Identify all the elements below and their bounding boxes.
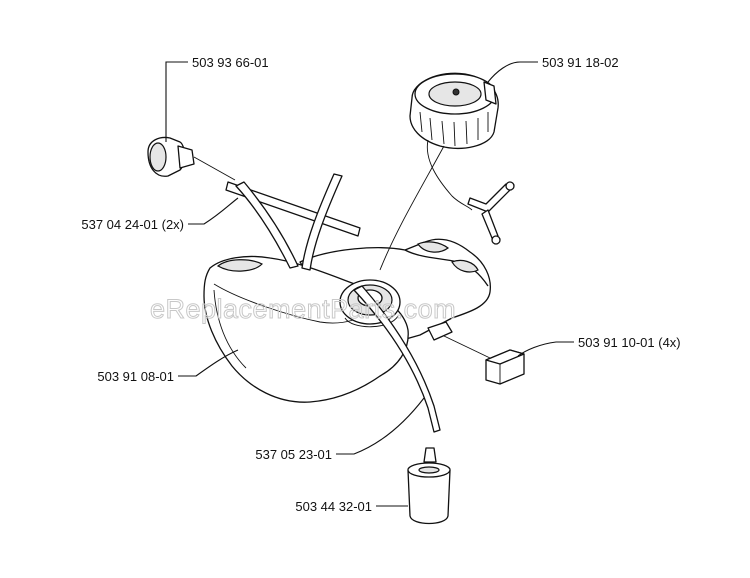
tank-vent-drawing (147, 136, 236, 181)
label-tank-vent: 503 93 66-01 (192, 55, 269, 70)
label-fuel-tank: 503 91 08-01 (97, 369, 174, 384)
label-fuel-hose: 537 05 23-01 (255, 447, 332, 462)
leader-fuel-hose (336, 397, 425, 455)
leader-fuel-tank (178, 349, 239, 377)
label-hose-pair: 537 04 24-01 (2x) (81, 217, 184, 232)
leader-fuel-cap (487, 61, 538, 83)
callout-lines (165, 61, 574, 507)
leader-tank-vent (165, 61, 188, 142)
leader-rubber-buffer (517, 341, 574, 357)
label-rubber-buffer: 503 91 10-01 (4x) (578, 335, 681, 350)
leader-hose-pair (188, 197, 239, 225)
fuel-cap-drawing (409, 72, 515, 245)
label-fuel-filter: 503 44 32-01 (295, 499, 372, 514)
part-labels: 503 93 66-01 503 91 18-02 537 04 24-01 (… (81, 55, 680, 514)
label-fuel-cap: 503 91 18-02 (542, 55, 619, 70)
watermark-text: eReplacementParts.com (150, 294, 456, 324)
fuel-filter-drawing (407, 447, 451, 525)
hose-drawing (225, 145, 445, 433)
rubber-buffer-drawing (443, 335, 525, 385)
